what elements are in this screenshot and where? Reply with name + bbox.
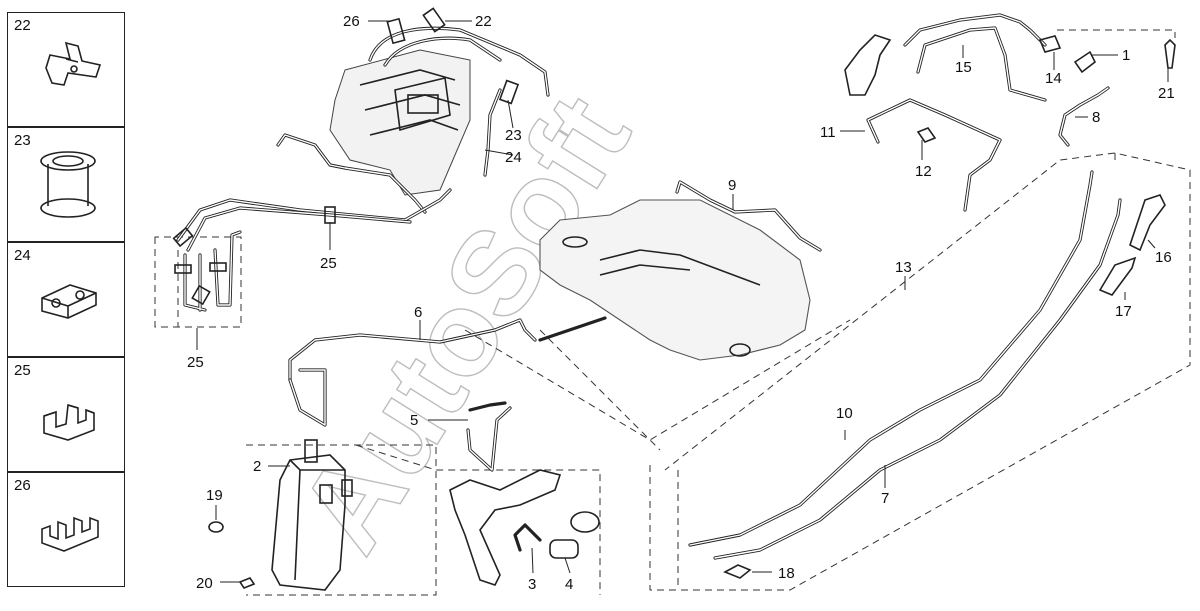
leader-lines <box>196 20 1169 583</box>
line-6 <box>288 316 607 427</box>
bracket-clip-icon <box>45 41 102 86</box>
watermark: AutoSoft <box>273 73 656 575</box>
callout-labels: 1 2 3 4 5 6 7 8 9 10 11 12 13 14 15 16 1… <box>187 13 1175 593</box>
legend-box-22: 22 <box>7 12 125 127</box>
triple-clip-icon <box>41 516 99 552</box>
clamp-block-icon <box>41 284 97 319</box>
engine-lines <box>176 26 550 312</box>
callout-20: 20 <box>196 575 213 592</box>
canister <box>271 439 353 591</box>
callout-23: 23 <box>505 127 522 144</box>
callout-16: 16 <box>1155 249 1172 266</box>
legend-box-number: 26 <box>14 477 31 494</box>
line-9 <box>675 180 822 252</box>
callout-14: 14 <box>1045 70 1062 87</box>
engine-line-clips <box>172 7 520 306</box>
filler-neck <box>449 469 600 586</box>
callout-4: 4 <box>565 576 573 593</box>
callout-2: 2 <box>253 458 261 475</box>
callout-18: 18 <box>778 565 795 582</box>
callout-19: 19 <box>206 487 223 504</box>
legend-box-25: 25 <box>7 357 125 472</box>
callout-10: 10 <box>836 405 853 422</box>
callout-5: 5 <box>410 412 418 429</box>
legend-box-number: 22 <box>14 17 31 34</box>
dashed-outlines <box>154 29 1191 596</box>
callout-1: 1 <box>1122 47 1130 64</box>
callout-17: 17 <box>1115 303 1132 320</box>
small-parts-right <box>723 194 1166 579</box>
legend-box-number: 23 <box>14 132 31 149</box>
callout-24: 24 <box>505 149 522 166</box>
top-right-lines <box>844 13 1176 212</box>
callout-6: 6 <box>414 304 422 321</box>
double-clip-icon <box>43 403 95 441</box>
callout-25-clips: 25 <box>187 354 204 371</box>
callout-9: 9 <box>728 177 736 194</box>
fuel-tank <box>539 199 811 361</box>
callout-25-engine: 25 <box>320 255 337 272</box>
callout-13: 13 <box>895 259 912 276</box>
callout-12: 12 <box>915 163 932 180</box>
callout-26: 26 <box>343 13 360 30</box>
svg-text:AutoSoft: AutoSoft <box>273 73 655 574</box>
callout-3: 3 <box>528 576 536 593</box>
bolts <box>208 521 256 589</box>
legend-box-26: 26 <box>7 472 125 587</box>
callout-8: 8 <box>1092 109 1100 126</box>
long-lines <box>688 170 1122 560</box>
legend-box-24: 24 <box>7 242 125 357</box>
legend-box-23: 23 <box>7 127 125 242</box>
callout-22: 22 <box>475 13 492 30</box>
callout-11: 11 <box>820 124 836 141</box>
legend-box-number: 24 <box>14 247 31 264</box>
engine-block <box>329 49 471 196</box>
callout-7: 7 <box>881 490 889 507</box>
grommet-icon <box>40 151 96 218</box>
callout-21: 21 <box>1158 85 1175 102</box>
line-5 <box>466 401 512 472</box>
legend-box-number: 25 <box>14 362 31 379</box>
callout-15: 15 <box>955 59 972 76</box>
